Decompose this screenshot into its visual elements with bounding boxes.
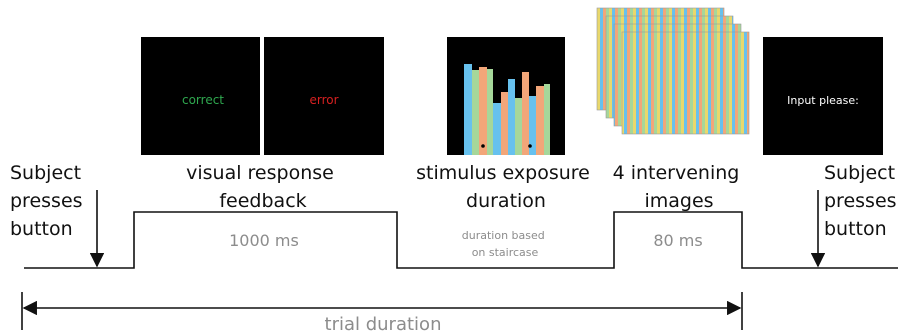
- stimulus-bar: [536, 86, 544, 155]
- stimulus-bar: [544, 84, 550, 155]
- stimulus-panel: [447, 37, 565, 155]
- correct-feedback-text: correct: [182, 93, 224, 107]
- stimulus-bar: [522, 72, 529, 155]
- feedback-duration-label: 1000 ms: [229, 231, 299, 250]
- stimulus-bar: [479, 67, 487, 155]
- intervening-images-label: 4 intervening images: [613, 162, 746, 212]
- stimulus-bar: [515, 98, 522, 155]
- stimulus-bar: [487, 69, 493, 155]
- feedback-error-panel: [264, 37, 384, 155]
- mask-image: [621, 31, 750, 135]
- subject-press-right-label: Subject presses button: [824, 162, 903, 240]
- mask-duration-label: 80 ms: [653, 231, 702, 250]
- stimulus-bar: [508, 79, 515, 155]
- stimulus-bar: [472, 70, 479, 155]
- timing-trace: [24, 211, 898, 269]
- stimulus-exposure-label: stimulus exposure duration: [416, 162, 596, 212]
- stimulus-bar: [493, 103, 501, 155]
- trial-duration-label: trial duration: [325, 314, 442, 333]
- intervening-images-stack: [596, 7, 750, 135]
- subject-press-left-label: Subject presses button: [10, 162, 89, 240]
- input-prompt-text: Input please:: [787, 94, 859, 107]
- feedback-correct-panel: [141, 37, 260, 155]
- feedback-panels: correct error: [141, 37, 384, 155]
- staircase-duration-label: duration based on staircase: [462, 229, 549, 259]
- error-feedback-text: error: [309, 93, 338, 107]
- stimulus-bar: [501, 92, 508, 155]
- stimulus-dot: [528, 144, 532, 148]
- input-panel-background: [763, 37, 883, 155]
- input-panel: Input please:: [763, 37, 883, 155]
- stimulus-dot: [481, 144, 485, 148]
- stimulus-bar: [464, 64, 472, 155]
- visual-feedback-label: visual response feedback: [186, 162, 340, 212]
- stimulus-bars: [464, 64, 550, 155]
- stimulus-bar: [529, 96, 536, 155]
